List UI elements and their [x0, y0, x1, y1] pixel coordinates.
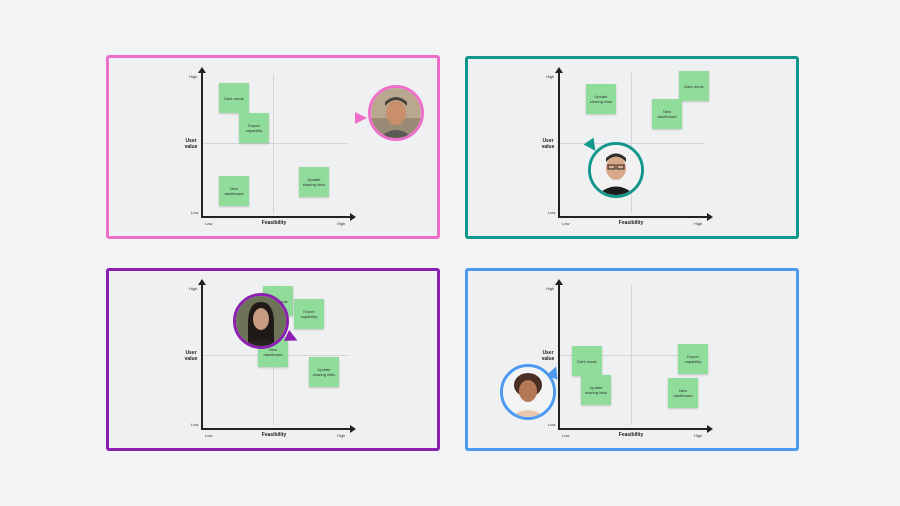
x-axis-arrow	[350, 213, 356, 221]
x-axis-arrow	[707, 213, 713, 221]
sticky-note[interactable]: New dashboard	[668, 378, 698, 408]
y-axis-title: User value	[184, 350, 198, 362]
collaborator-avatar[interactable]	[500, 364, 556, 420]
y-tick-low: Low	[548, 422, 556, 427]
x-axis-arrow	[350, 425, 356, 433]
y-axis-arrow	[198, 67, 206, 73]
sticky-note[interactable]: Dark mode	[572, 346, 602, 376]
x-axis	[558, 216, 708, 218]
x-tick-low: Low	[562, 433, 570, 438]
sticky-note[interactable]: Update sharing links	[309, 357, 339, 387]
y-axis	[558, 284, 560, 430]
y-axis	[558, 72, 560, 218]
cursor-pointer	[355, 112, 367, 124]
y-tick-low: Low	[191, 210, 199, 215]
quadrant-divider-horizontal	[560, 355, 705, 356]
y-tick-high: High	[189, 74, 198, 79]
y-axis-title: User value	[541, 138, 555, 150]
y-tick-low: Low	[191, 422, 199, 427]
x-tick-high: High	[337, 433, 346, 438]
x-axis-title: Feasibility	[261, 220, 287, 226]
x-axis-title: Feasibility	[618, 220, 644, 226]
collaborator-avatar[interactable]	[368, 85, 424, 141]
sticky-note[interactable]: Update sharing links	[586, 84, 616, 114]
y-tick-high: High	[189, 286, 198, 291]
collaborator-avatar[interactable]	[233, 293, 289, 349]
sticky-note[interactable]: Dark mode	[679, 71, 709, 101]
y-axis-arrow	[198, 279, 206, 285]
x-axis	[558, 428, 708, 430]
board-panel-pink[interactable]: High Low Low High User value Feasibility…	[106, 55, 440, 239]
y-axis-title: User value	[184, 138, 198, 150]
sticky-note[interactable]: New dashboard	[652, 99, 682, 129]
sticky-note[interactable]: Dark mode	[219, 83, 249, 113]
x-tick-low: Low	[562, 221, 570, 226]
y-tick-low: Low	[548, 210, 556, 215]
board-panel-blue[interactable]: High Low Low High User value Feasibility…	[465, 268, 799, 451]
x-tick-high: High	[694, 433, 703, 438]
person-photo-icon	[591, 145, 641, 195]
y-tick-high: High	[546, 286, 555, 291]
y-axis	[201, 284, 203, 430]
x-axis	[201, 428, 351, 430]
sticky-note[interactable]: Export capability	[294, 299, 324, 329]
quadrant-divider-horizontal	[203, 143, 348, 144]
x-axis-title: Feasibility	[618, 432, 644, 438]
quadrant-divider-horizontal	[560, 143, 705, 144]
x-tick-high: High	[694, 221, 703, 226]
person-photo-icon	[236, 296, 286, 346]
x-axis-arrow	[707, 425, 713, 433]
y-axis-title: User value	[541, 350, 555, 362]
x-tick-low: Low	[205, 433, 213, 438]
x-tick-high: High	[337, 221, 346, 226]
sticky-note[interactable]: Export capability	[239, 113, 269, 143]
sticky-note[interactable]: Export capability	[678, 344, 708, 374]
x-axis	[201, 216, 351, 218]
y-axis	[201, 72, 203, 218]
sticky-note[interactable]: Update sharing links	[299, 167, 329, 197]
sticky-note[interactable]: Update sharing links	[581, 375, 611, 405]
sticky-note[interactable]: New dashboard	[219, 176, 249, 206]
x-axis-title: Feasibility	[261, 432, 287, 438]
y-axis-arrow	[555, 279, 563, 285]
quadrant-divider-vertical	[273, 74, 274, 214]
x-tick-low: Low	[205, 221, 213, 226]
person-photo-icon	[503, 367, 553, 417]
person-photo-icon	[371, 88, 421, 138]
y-tick-high: High	[546, 74, 555, 79]
y-axis-arrow	[555, 67, 563, 73]
collaborator-avatar[interactable]	[588, 142, 644, 198]
